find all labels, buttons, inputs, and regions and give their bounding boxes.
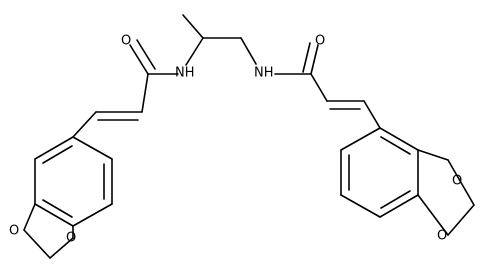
atom-label-o-ring-right-top: O: [452, 174, 462, 189]
atom-label-o-carbonyl-left: O: [121, 34, 131, 49]
atom-label-nh-left: NH: [175, 66, 195, 81]
atom-label-o-ring-left-top: O: [9, 224, 19, 239]
atom-label-nh-right: NH: [254, 66, 274, 81]
bond: [379, 127, 419, 151]
bond: [72, 111, 97, 138]
bond: [136, 39, 156, 70]
bond: [141, 73, 149, 113]
bond: [447, 159, 475, 206]
bond: [363, 100, 381, 129]
bond: [182, 14, 204, 39]
atom-label-o-ring-right-bottom: O: [437, 229, 447, 244]
bond: [23, 229, 51, 259]
bond: [42, 199, 73, 218]
bond: [185, 37, 204, 66]
bond: [302, 42, 311, 73]
bond: [380, 190, 411, 209]
bond: [310, 73, 328, 102]
bond: [340, 127, 381, 151]
bond: [34, 136, 74, 160]
atom-label-o-carbonyl-right: O: [315, 34, 325, 49]
bond: [310, 44, 319, 75]
bond: [72, 136, 113, 160]
bond: [340, 194, 381, 218]
bond: [72, 203, 113, 227]
bond: [447, 204, 475, 236]
bond: [380, 136, 411, 155]
bond: [23, 203, 36, 231]
bond: [417, 194, 449, 236]
bond: [379, 194, 419, 218]
bond: [42, 145, 73, 164]
bond: [240, 37, 257, 65]
bonds: [23, 14, 475, 259]
bond: [49, 237, 74, 259]
bond: [417, 149, 449, 161]
bond: [34, 203, 74, 227]
atom-label-o-ring-left-bottom: O: [66, 231, 76, 246]
bond: [129, 44, 149, 75]
atom-labels: O NH NH O O O O O: [9, 34, 462, 246]
